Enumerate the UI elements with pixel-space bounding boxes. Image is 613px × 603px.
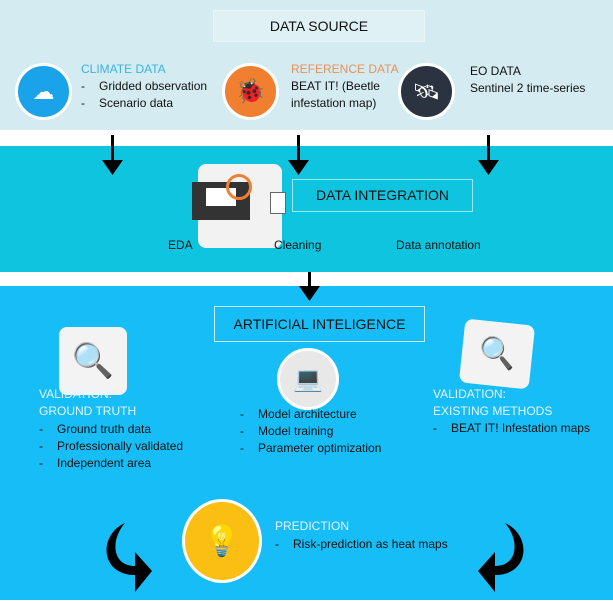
model-item: Parameter optimization (240, 440, 381, 457)
step-cleaning: Cleaning (274, 238, 322, 252)
data-source-panel: DATA SOURCE ☁ CLIMATE DATA Gridded obser… (0, 0, 613, 130)
step-data-annotation: Data annotation (396, 238, 481, 252)
data-integration-title: DATA INTEGRATION (292, 179, 473, 212)
data-integration-panel: DATA INTEGRATION EDA Cleaning Data annot… (0, 146, 613, 272)
ground-truth-item: Professionally validated (39, 438, 183, 455)
ground-truth-item: Independent area (39, 455, 151, 472)
step-eda: EDA (168, 238, 193, 252)
climate-item: Gridded observation (81, 78, 207, 95)
model-item: Model architecture (240, 406, 357, 423)
prediction-item: Risk-prediction as heat maps (275, 536, 448, 553)
cloud-snow-icon: ☁ (15, 63, 72, 120)
lightbulb-icon: 💡 (182, 499, 262, 583)
existing-methods-item: BEAT IT! Infestation maps (433, 420, 590, 437)
reference-data-heading: REFERENCE DATA (291, 62, 399, 76)
existing-methods-heading: VALIDATION: (433, 387, 506, 401)
beetle-icon: 🐞 (222, 63, 279, 120)
arrow-down-icon (288, 135, 309, 175)
arrow-down-icon (478, 135, 499, 175)
computer-analysis-icon (192, 164, 286, 248)
clipboard-magnifier-icon: 🔍 (59, 327, 127, 395)
data-source-title: DATA SOURCE (213, 10, 425, 42)
model-item: Model training (240, 423, 333, 440)
climate-item: Scenario data (81, 95, 173, 112)
laptop-icon: 💻 (277, 348, 339, 410)
ground-truth-heading: GROUND TRUTH (39, 404, 137, 418)
prediction-heading: PREDICTION (275, 519, 350, 533)
reference-line: BEAT IT! (Beetle (291, 79, 380, 93)
ground-truth-heading: VALIDATION: (39, 387, 112, 401)
ai-panel: ARTIFICIAL INTELIGENCE 🔍 VALIDATION: GRO… (0, 286, 613, 600)
eo-line: Sentinel 2 time-series (470, 81, 586, 95)
eo-data-heading: EO DATA (470, 64, 521, 78)
reference-line: infestation map) (291, 96, 377, 110)
curved-arrow-right-icon (106, 523, 152, 592)
climate-data-heading: CLIMATE DATA (81, 62, 166, 76)
arrow-down-icon (299, 272, 320, 301)
ground-truth-item: Ground truth data (39, 421, 151, 438)
ai-title: ARTIFICIAL INTELIGENCE (214, 306, 425, 342)
satellite-icon: 🛰 (398, 63, 455, 120)
existing-methods-heading: EXISTING METHODS (433, 404, 553, 418)
curved-arrow-left-icon (478, 523, 524, 592)
arrow-down-icon (102, 135, 123, 175)
